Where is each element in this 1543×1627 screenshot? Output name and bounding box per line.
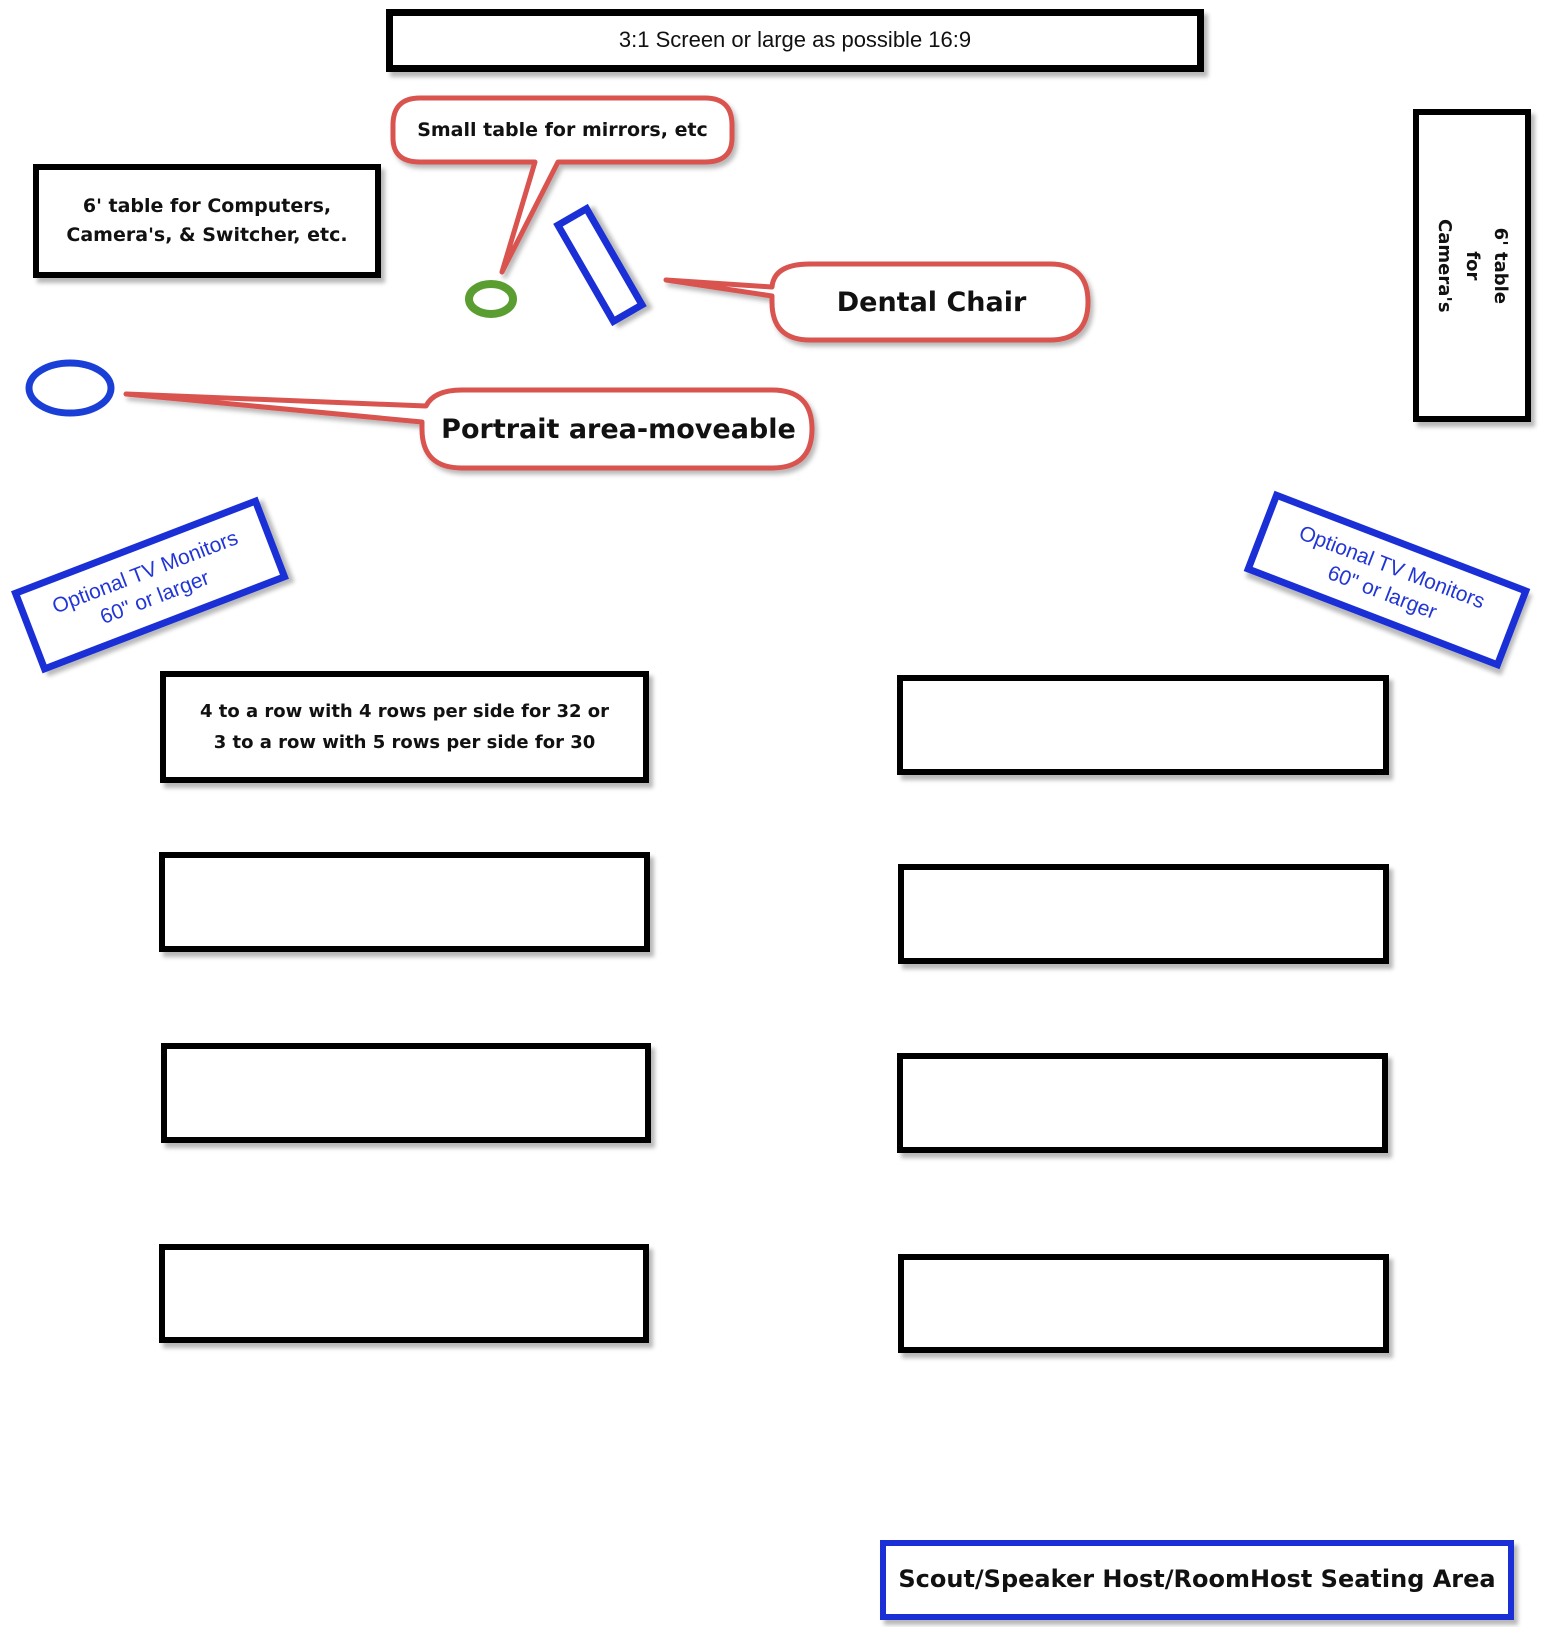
seating-row-left-3 bbox=[161, 1043, 651, 1143]
seating-row-right-2 bbox=[898, 864, 1389, 964]
host-seating-area: Scout/Speaker Host/RoomHost Seating Area bbox=[880, 1540, 1514, 1620]
seating-row-right-3 bbox=[897, 1053, 1388, 1153]
seating-row-right-1 bbox=[897, 675, 1389, 775]
camera-table: 6' table for Camera's bbox=[1413, 109, 1531, 422]
small-table-label: Small table for mirrors, etc bbox=[417, 119, 708, 141]
portrait-area-label: Portrait area-moveable bbox=[441, 413, 796, 445]
tv-monitor-left-label: Optional TV Monitors 60" or larger bbox=[49, 526, 242, 629]
small-table-label-box: Small table for mirrors, etc bbox=[393, 98, 732, 162]
tv-monitor-right: Optional TV Monitors 60" or larger bbox=[1243, 490, 1531, 670]
seating-row-left-4 bbox=[159, 1244, 649, 1343]
computer-table: 6' table for Computers, Camera's, & Swit… bbox=[33, 164, 381, 278]
portrait-area-label-box: Portrait area-moveable bbox=[425, 390, 812, 468]
seating-row-left-1: 4 to a row with 4 rows per side for 32 o… bbox=[160, 671, 649, 783]
tv-monitor-right-label: Optional TV Monitors 60" or larger bbox=[1295, 521, 1488, 624]
screen-label: 3:1 Screen or large as possible 16:9 bbox=[618, 27, 972, 53]
dental-chair-label: Dental Chair bbox=[836, 286, 1027, 318]
host-seating-label: Scout/Speaker Host/RoomHost Seating Area bbox=[898, 1565, 1496, 1594]
projection-screen: 3:1 Screen or large as possible 16:9 bbox=[386, 9, 1204, 72]
tv-monitor-left: Optional TV Monitors 60" or larger bbox=[10, 496, 290, 674]
seating-row-right-4 bbox=[898, 1254, 1389, 1353]
dental-chair-label-box: Dental Chair bbox=[775, 264, 1088, 340]
computer-table-label: 6' table for Computers, Camera's, & Swit… bbox=[66, 194, 348, 246]
seating-row-left-2 bbox=[159, 852, 650, 952]
dental-chair-shape bbox=[553, 203, 647, 327]
seating-note: 4 to a row with 4 rows per side for 32 o… bbox=[199, 700, 610, 754]
camera-table-label: 6' table for Camera's bbox=[1434, 218, 1511, 313]
